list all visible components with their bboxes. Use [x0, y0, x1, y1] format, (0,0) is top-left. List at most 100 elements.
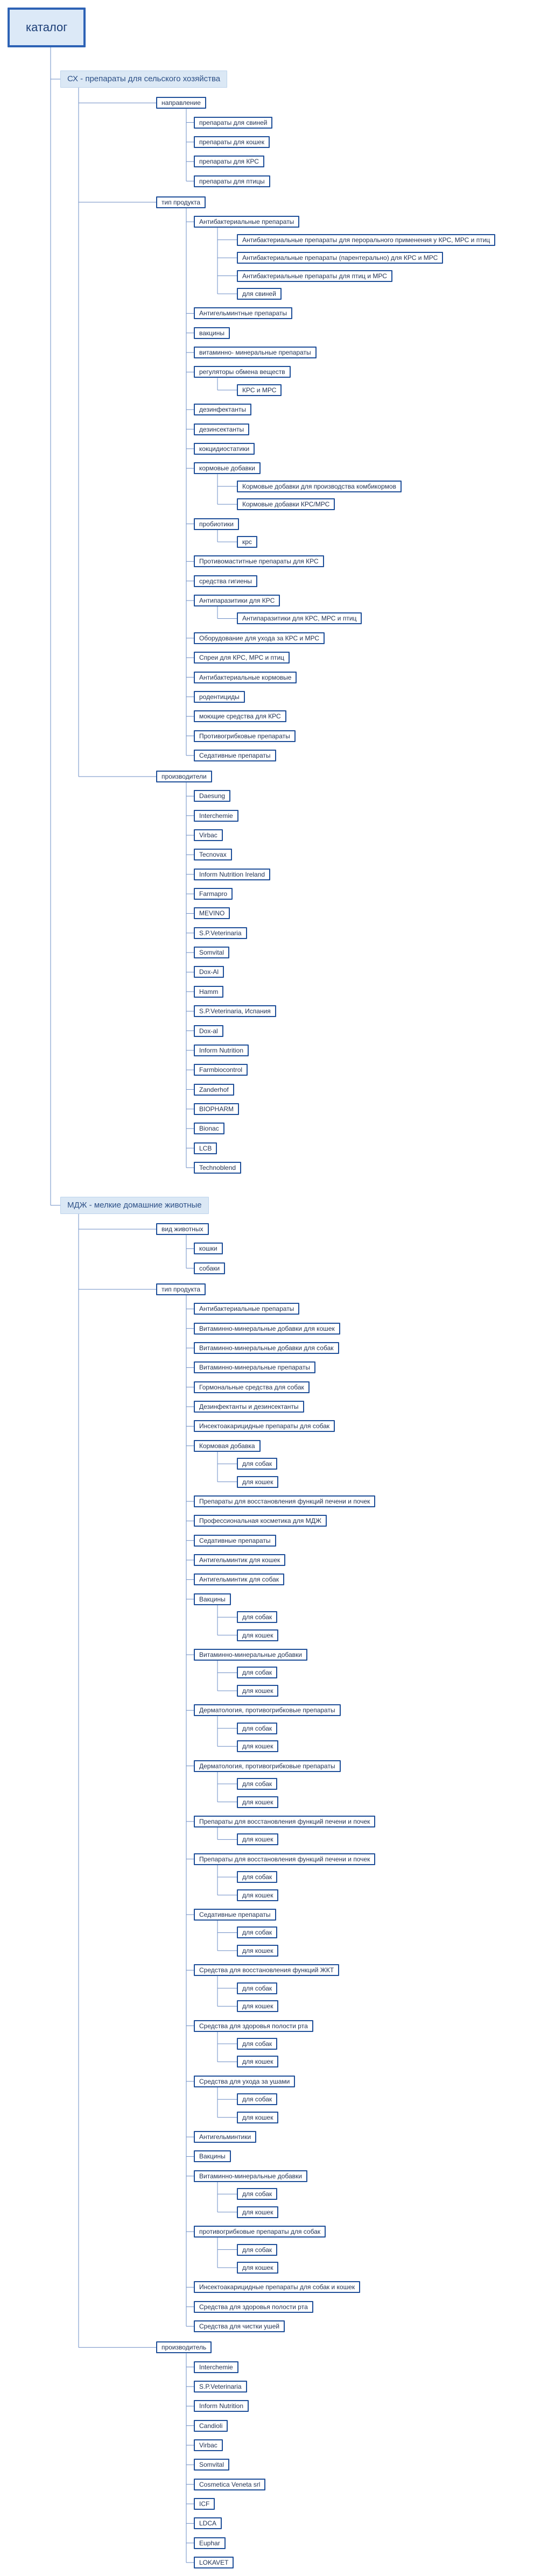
node-регуляторы-обмена-веществ[interactable]: регуляторы обмена веществ	[194, 366, 291, 378]
node-euphar[interactable]: Euphar	[194, 2537, 226, 2549]
node-родентициды[interactable]: родентициды	[194, 691, 245, 703]
node-дерматология-противогрибковые-препараты[interactable]: Дерматология, противогрибковые препараты	[194, 1760, 341, 1772]
node-кошки[interactable]: кошки	[194, 1243, 223, 1254]
node-для-собак[interactable]: для собак	[237, 1667, 278, 1678]
node-инсектоакарицидные-препараты-для-собак-и[interactable]: Инсектоакарицидные препараты для собак и…	[194, 2281, 361, 2293]
node-тип-продукта[interactable]: тип продукта	[156, 1283, 206, 1295]
node-препараты-для-восстановления-функций-печ[interactable]: Препараты для восстановления функций печ…	[194, 1853, 376, 1865]
node-дезинсектанты[interactable]: дезинсектанты	[194, 424, 250, 435]
node-hamm[interactable]: Hamm	[194, 986, 224, 998]
node-препараты-для-восстановления-функций-печ[interactable]: Препараты для восстановления функций печ…	[194, 1495, 376, 1507]
node-антибактериальные-кормовые[interactable]: Антибактериальные кормовые	[194, 672, 297, 683]
node-антипаразитики-для-крс-мрс-и-птиц[interactable]: Антипаразитики для КРС, МРС и птиц	[237, 612, 362, 624]
node-дерматология-противогрибковые-препараты[interactable]: Дерматология, противогрибковые препараты	[194, 1704, 341, 1716]
node-farmbiocontrol[interactable]: Farmbiocontrol	[194, 1064, 248, 1076]
node-витаминно-минеральные-препараты[interactable]: Витаминно-минеральные препараты	[194, 1361, 315, 1373]
node-седативные-препараты[interactable]: Седативные препараты	[194, 1535, 276, 1547]
node-крс-и-мрс[interactable]: КРС и МРС	[237, 384, 282, 396]
node-кормовая-добавка[interactable]: Кормовая добавка	[194, 1440, 261, 1452]
node-направление[interactable]: направление	[156, 97, 206, 109]
node-для-кошек[interactable]: для кошек	[237, 2000, 279, 2012]
node-спреи-для-крс-мрс-и-птиц[interactable]: Спреи для КРС, МРС и птиц	[194, 652, 290, 664]
node-dox-al[interactable]: Dox-Al	[194, 966, 224, 978]
node-cosmetica-veneta-srl[interactable]: Cosmetica Veneta srl	[194, 2479, 266, 2490]
node-s-p-veterinaria[interactable]: S.P.Veterinaria	[194, 927, 247, 939]
node-противомаститные-препараты-для-крс[interactable]: Противомаститные препараты для КРС	[194, 555, 324, 567]
node-витаминно-минеральные-добавки-для-кошек[interactable]: Витаминно-минеральные добавки для кошек	[194, 1323, 340, 1335]
node-гормональные-средства-для-собак[interactable]: Гормональные средства для собак	[194, 1381, 310, 1393]
node-для-кошек[interactable]: для кошек	[237, 1629, 279, 1641]
node-антибактериальные-препараты-для-перораль[interactable]: Антибактериальные препараты для перораль…	[237, 234, 496, 246]
node-кокцидиостатики[interactable]: кокцидиостатики	[194, 443, 255, 455]
node-для-собак[interactable]: для собак	[237, 1611, 278, 1623]
node-lokavet[interactable]: LOKAVET	[194, 2557, 234, 2568]
node-bionac[interactable]: Bionac	[194, 1123, 224, 1134]
node-препараты-для-свиней[interactable]: препараты для свиней	[194, 117, 273, 129]
section-node-сх-препараты-для-сельского-хозяйства[interactable]: СХ - препараты для сельского хозяйства	[60, 70, 228, 88]
node-inform-nutrition-ireland[interactable]: Inform Nutrition Ireland	[194, 869, 271, 880]
node-virbac[interactable]: Virbac	[194, 829, 223, 841]
node-для-кошек[interactable]: для кошек	[237, 1740, 279, 1752]
node-производители[interactable]: производители	[156, 771, 212, 782]
node-антибактериальные-препараты[interactable]: Антибактериальные препараты	[194, 1303, 300, 1315]
node-для-собак[interactable]: для собак	[237, 1926, 278, 1938]
node-somvital[interactable]: Somvital	[194, 2459, 230, 2471]
node-вид-животных[interactable]: вид животных	[156, 1223, 209, 1235]
node-препараты-для-крс[interactable]: препараты для КРС	[194, 156, 264, 167]
node-farmapro[interactable]: Farmapro	[194, 888, 233, 900]
node-для-кошек[interactable]: для кошек	[237, 2112, 279, 2123]
node-собаки[interactable]: собаки	[194, 1262, 226, 1274]
node-для-кошек[interactable]: для кошек	[237, 2056, 279, 2067]
node-средства-для-чистки-ушей[interactable]: Средства для чистки ушей	[194, 2320, 285, 2332]
node-дезинфектанты[interactable]: дезинфектанты	[194, 404, 251, 415]
node-для-собак[interactable]: для собак	[237, 1982, 278, 1994]
node-для-собак[interactable]: для собак	[237, 2244, 278, 2256]
node-антибактериальные-препараты-парентеральн[interactable]: Антибактериальные препараты (парентераль…	[237, 252, 444, 264]
node-препараты-для-кошек[interactable]: препараты для кошек	[194, 136, 270, 148]
node-dox-al[interactable]: Dox-al	[194, 1025, 223, 1037]
node-кормовые-добавки-крс-мрс[interactable]: Кормовые добавки КРС/МРС	[237, 498, 335, 510]
node-средства-для-восстановления-функций-жкт[interactable]: Средства для восстановления функций ЖКТ	[194, 1964, 340, 1976]
node-противогрибковые-препараты-для-собак[interactable]: противогрибковые препараты для собак	[194, 2226, 326, 2238]
node-средства-для-здоровья-полости-рта[interactable]: Средства для здоровья полости рта	[194, 2301, 313, 2313]
node-антигельминтик-для-кошек[interactable]: Антигельминтик для кошек	[194, 1554, 286, 1566]
node-вакцины[interactable]: Вакцины	[194, 1593, 231, 1605]
node-tecnovax[interactable]: Tecnovax	[194, 849, 232, 860]
node-для-собак[interactable]: для собак	[237, 1871, 278, 1883]
node-крс[interactable]: крс	[237, 536, 257, 548]
node-для-кошек[interactable]: для кошек	[237, 1796, 279, 1808]
node-somvital[interactable]: Somvital	[194, 947, 230, 958]
node-дезинфектанты-и-дезинсектанты[interactable]: Дезинфектанты и дезинсектанты	[194, 1401, 304, 1413]
node-витаминно-минеральные-препараты[interactable]: витаминно- минеральные препараты	[194, 347, 317, 358]
node-для-кошек[interactable]: для кошек	[237, 2206, 279, 2218]
node-для-кошек[interactable]: для кошек	[237, 1685, 279, 1697]
node-тип-продукта[interactable]: тип продукта	[156, 196, 206, 208]
node-daesung[interactable]: Daesung	[194, 790, 231, 802]
node-для-кошек[interactable]: для кошек	[237, 1476, 279, 1488]
node-антибактериальные-препараты-для-птиц-и-м[interactable]: Антибактериальные препараты для птиц и М…	[237, 270, 392, 282]
node-для-собак[interactable]: для собак	[237, 1778, 278, 1790]
node-антипаразитики-для-крс[interactable]: Антипаразитики для КРС	[194, 595, 280, 606]
node-кормовые-добавки-для-производства-комбик[interactable]: Кормовые добавки для производства комбик…	[237, 481, 402, 492]
node-оборудование-для-ухода-за-крс-и-мрс[interactable]: Оборудование для ухода за КРС и МРС	[194, 632, 325, 644]
node-антигельминтик-для-собак[interactable]: Антигельминтик для собак	[194, 1573, 285, 1585]
node-средства-для-ухода-за-ушами[interactable]: Средства для ухода за ушами	[194, 2076, 296, 2087]
node-вакцины[interactable]: Вакцины	[194, 2150, 231, 2162]
node-s-p-veterinaria-испания[interactable]: S.P.Veterinaria, Испания	[194, 1005, 276, 1017]
node-inform-nutrition[interactable]: Inform Nutrition	[194, 2400, 249, 2412]
node-кормовые-добавки[interactable]: кормовые добавки	[194, 462, 261, 474]
node-инсектоакарицидные-препараты-для-собак[interactable]: Инсектоакарицидные препараты для собак	[194, 1420, 335, 1432]
node-для-кошек[interactable]: для кошек	[237, 1889, 279, 1901]
node-антигельминтики[interactable]: Антигельминтики	[194, 2131, 257, 2143]
node-s-p-veterinaria[interactable]: S.P.Veterinaria	[194, 2381, 247, 2392]
node-interchemie[interactable]: Interchemie	[194, 2361, 238, 2373]
root-node[interactable]: каталог	[8, 8, 86, 47]
node-для-собак[interactable]: для собак	[237, 2093, 278, 2105]
node-производитель[interactable]: производитель	[156, 2341, 212, 2353]
node-inform-nutrition[interactable]: Inform Nutrition	[194, 1044, 249, 1056]
node-седативные-препараты[interactable]: Седативные препараты	[194, 750, 276, 761]
node-icf[interactable]: ICF	[194, 2498, 215, 2510]
node-для-кошек[interactable]: для кошек	[237, 1945, 279, 1957]
node-противогрибковые-препараты[interactable]: Противогрибковые препараты	[194, 730, 296, 742]
node-для-кошек[interactable]: для кошек	[237, 1833, 279, 1845]
